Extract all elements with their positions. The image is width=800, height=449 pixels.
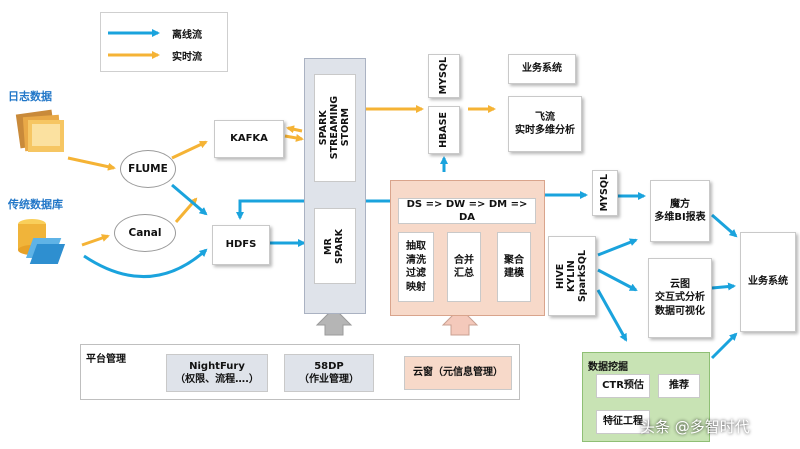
pipeline-box: DS => DW => DM => DA (398, 198, 536, 224)
logs-label: 日志数据 (8, 90, 52, 103)
spark-streaming-label: SPARK STREAMING STORM (317, 96, 351, 160)
watermark: 头条 @多智时代 (640, 418, 750, 436)
spark-to-kafka-arrow (286, 125, 303, 134)
kafka-to-spark-arrow (284, 134, 304, 142)
canal-node: Canal (114, 214, 176, 252)
dp-up-arrow (315, 307, 353, 336)
legend-realtime-label: 实时流 (172, 52, 202, 63)
mofang-to-biz-arrow (711, 213, 738, 238)
mr-spark-box: MR SPARK (314, 208, 356, 284)
ctr-box: CTR预估 (596, 374, 650, 398)
yuntu-to-biz-arrow (711, 282, 736, 291)
yunchuang-up-arrow (441, 307, 479, 336)
legend (100, 12, 228, 72)
kafka-box: KAFKA (214, 120, 284, 158)
mysql-mid-box: MYSQL (592, 170, 618, 216)
step-extract-box: 抽取 清洗 过滤 映射 (398, 232, 434, 302)
db-to-canal-arrow (81, 234, 110, 247)
step-aggregate-box: 聚合 建模 (497, 232, 531, 302)
recommend-box: 推荐 (658, 374, 700, 398)
mysql-top-label: MYSQL (437, 57, 449, 95)
yuntu-box: 云图 交互式分析 数据可视化 (648, 258, 712, 338)
spark-streaming-box: SPARK STREAMING STORM (314, 74, 356, 182)
hdfs-box: HDFS (212, 225, 270, 265)
db-label: 传统数据库 (8, 198, 63, 211)
biz-right-box: 业务系统 (740, 232, 796, 332)
mining-title: 数据挖掘 (588, 362, 628, 373)
hive-to-mining-arrow (596, 289, 628, 342)
hive-kylin-label: HIVE KYLIN SparkSQL (554, 249, 588, 303)
mysql-top-box: MYSQL (428, 54, 460, 98)
dp58-box: 58DP （作业管理） (284, 354, 374, 392)
flume-to-hdfs-arrow (171, 183, 208, 216)
mysql-mid-label: MYSQL (598, 174, 610, 212)
hive-to-yuntu-arrow (597, 268, 638, 292)
yunchuang-box: 云窗（元信息管理） (404, 356, 512, 390)
mining-to-biz-arrow (710, 332, 738, 360)
flume-to-kafka-arrow (171, 140, 208, 160)
feature-box: 特征工程 (596, 410, 650, 434)
mofang-box: 魔方 多维BI报表 (650, 180, 710, 242)
logs-to-flume-arrow (67, 156, 116, 171)
database-icon (14, 214, 80, 268)
db-to-hdfs-arrow (83, 248, 208, 278)
platform-title: 平台管理 (86, 354, 126, 365)
hbase-label: HBASE (437, 112, 449, 148)
hive-kylin-box: HIVE KYLIN SparkSQL (548, 236, 596, 316)
legend-offline-label: 离线流 (172, 30, 202, 41)
step-merge-box: 合并 汇总 (447, 232, 481, 302)
flume-node: FLUME (120, 150, 176, 188)
feiliu-box: 飞流 实时多维分析 (508, 96, 582, 152)
folder-icon (14, 106, 68, 156)
mr-spark-label: MR SPARK (323, 228, 345, 264)
hive-to-mofang-arrow (597, 238, 638, 257)
nightfury-box: NightFury （权限、流程….） (166, 354, 268, 392)
hbase-box: HBASE (428, 106, 460, 154)
biz-top-box: 业务系统 (508, 54, 576, 84)
